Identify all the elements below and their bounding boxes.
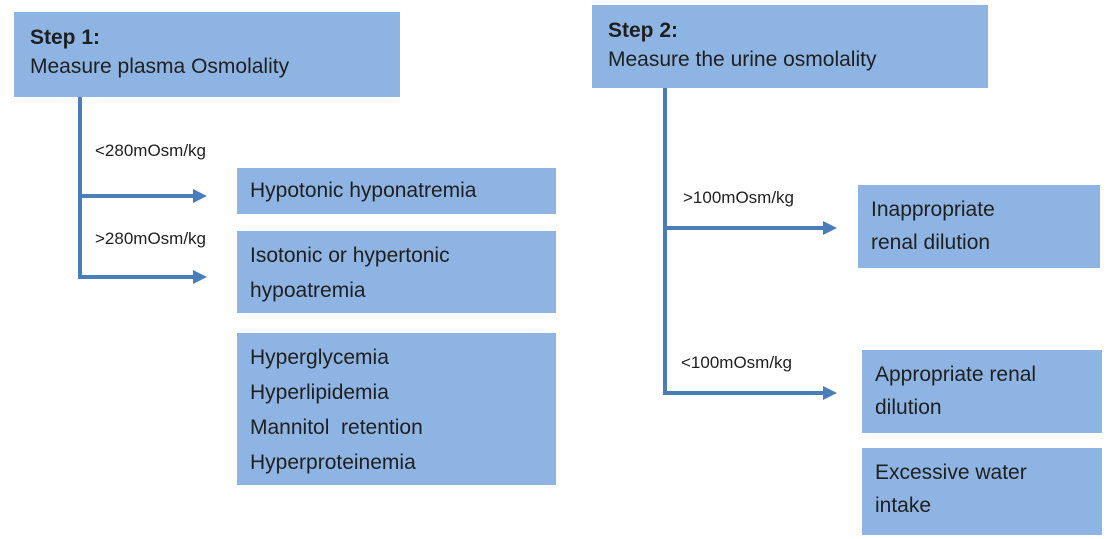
step1-branch2-condition: >280mOsm/kg	[95, 229, 207, 248]
step1-title: Step 1:	[30, 26, 101, 49]
arrow-shaft	[78, 275, 194, 279]
arrow-head-icon	[193, 189, 207, 203]
step2-title: Step 2:	[608, 19, 679, 42]
inappropriate-renal-dilution-box: Inappropriate renal dilution	[858, 185, 1100, 268]
step1-subtitle: Measure plasma Osmolality	[30, 55, 290, 78]
arrow-head-icon	[823, 221, 837, 235]
step2-header-box: Step 2: Measure the urine osmolality	[592, 5, 988, 88]
excessive-water-intake-box: Excessive water intake	[862, 448, 1102, 535]
step1-branch1-arrow	[78, 189, 208, 203]
step1-connector-line	[78, 97, 82, 279]
step1-branch1-condition: <280mOsm/kg	[95, 141, 207, 160]
isotonic-hypertonic-box: Isotonic or hypertonic hypoatremia	[237, 231, 556, 313]
arrow-head-icon	[823, 386, 837, 400]
step1-header-box: Step 1: Measure plasma Osmolality	[14, 12, 400, 97]
arrow-head-icon	[193, 270, 207, 284]
step2-connector-line	[663, 88, 667, 395]
arrow-shaft	[663, 391, 824, 395]
arrow-shaft	[663, 226, 824, 230]
step2-branch2-condition: <100mOsm/kg	[681, 353, 793, 372]
step1-branch2-arrow	[78, 270, 208, 284]
step2-branch1-condition: >100mOsm/kg	[683, 188, 795, 207]
step2-branch2-arrow	[663, 386, 838, 400]
step2-branch1-arrow	[663, 221, 838, 235]
arrow-shaft	[78, 194, 194, 198]
pseudohyponatremia-causes-box: Hyperglycemia Hyperlipidemia Mannitol re…	[237, 333, 556, 485]
step2-subtitle: Measure the urine osmolality	[608, 48, 877, 71]
hypotonic-hyponatremia-box: Hypotonic hyponatremia	[237, 168, 556, 214]
appropriate-renal-dilution-box: Appropriate renal dilution	[862, 350, 1102, 433]
